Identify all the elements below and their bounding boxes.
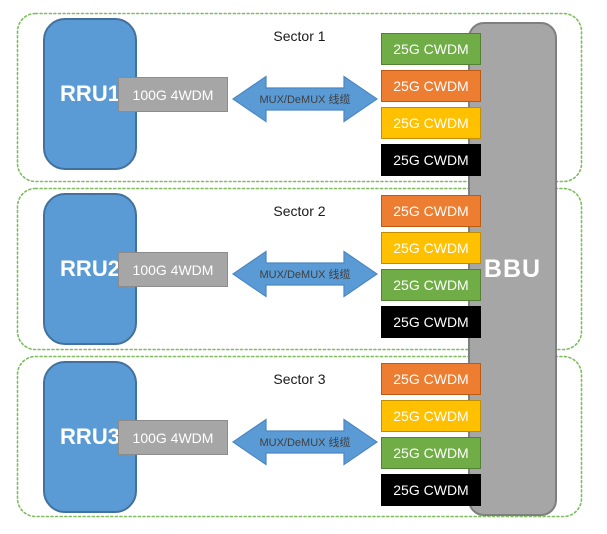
cwdm-label: 25G CWDM [393, 152, 469, 168]
cwdm-label: 25G CWDM [393, 277, 469, 293]
double-arrow-icon [232, 418, 378, 466]
wdm-label: 100G 4WDM [132, 261, 214, 278]
sector-3-border [16, 355, 583, 518]
wdm-transceiver: 100G 4WDM [118, 420, 228, 455]
cwdm-column: 25G CWDM 25G CWDM 25G CWDM 25G CWDM [381, 195, 481, 338]
cwdm-label: 25G CWDM [393, 445, 469, 461]
wdm-label: 100G 4WDM [132, 86, 214, 103]
cwdm-module: 25G CWDM [381, 195, 481, 227]
cwdm-column: 25G CWDM 25G CWDM 25G CWDM 25G CWDM [381, 363, 481, 506]
mux-demux-cable: MUX/DeMUX 线缆 [232, 75, 378, 123]
rru-label: RRU2 [60, 256, 120, 281]
cwdm-label: 25G CWDM [393, 115, 469, 131]
cwdm-column: 25G CWDM 25G CWDM 25G CWDM 25G CWDM [381, 33, 481, 176]
double-arrow-icon [232, 250, 378, 298]
sector-title: Sector 3 [273, 371, 326, 387]
wdm-transceiver: 100G 4WDM [118, 77, 228, 112]
sector-3: Sector 3 RRU3 100G 4WDM MUX/DeMUX 线缆 25G… [17, 356, 582, 517]
sector-title: Sector 2 [273, 203, 326, 219]
sector-title: Sector 1 [273, 28, 326, 44]
cable-label: MUX/DeMUX 线缆 [259, 94, 351, 106]
rru-unit: RRU1 [43, 18, 137, 170]
cwdm-module: 25G CWDM [381, 232, 481, 264]
cwdm-module: 25G CWDM [381, 33, 481, 65]
mux-demux-cable: MUX/DeMUX 线缆 [232, 418, 378, 466]
cable-label: MUX/DeMUX 线缆 [259, 437, 351, 449]
cwdm-label: 25G CWDM [393, 41, 469, 57]
cwdm-label: 25G CWDM [393, 371, 469, 387]
cwdm-module: 25G CWDM [381, 144, 481, 176]
cwdm-module: 25G CWDM [381, 306, 481, 338]
mux-demux-cable: MUX/DeMUX 线缆 [232, 250, 378, 298]
cwdm-module: 25G CWDM [381, 269, 481, 301]
sector-2-border [16, 187, 583, 351]
cwdm-module: 25G CWDM [381, 70, 481, 102]
cwdm-label: 25G CWDM [393, 240, 469, 256]
cwdm-module: 25G CWDM [381, 363, 481, 395]
cwdm-label: 25G CWDM [393, 203, 469, 219]
bbu-unit: BBU [468, 22, 557, 516]
cwdm-label: 25G CWDM [393, 408, 469, 424]
sector-1: Sector 1 RRU1 100G 4WDM MUX/DeMUX 线缆 25G… [17, 13, 582, 182]
cwdm-module: 25G CWDM [381, 107, 481, 139]
rru-label: RRU1 [60, 81, 120, 106]
cable-label: MUX/DeMUX 线缆 [259, 269, 351, 281]
bbu-label: BBU [483, 254, 542, 283]
sector-2: Sector 2 RRU2 100G 4WDM MUX/DeMUX 线缆 25G… [17, 188, 582, 350]
cwdm-label: 25G CWDM [393, 482, 469, 498]
sector-1-border [16, 12, 583, 183]
double-arrow-icon [232, 75, 378, 123]
cwdm-label: 25G CWDM [393, 314, 469, 330]
cwdm-module: 25G CWDM [381, 400, 481, 432]
cwdm-module: 25G CWDM [381, 437, 481, 469]
cwdm-label: 25G CWDM [393, 78, 469, 94]
wdm-label: 100G 4WDM [132, 429, 214, 446]
rru-label: RRU3 [60, 424, 120, 449]
wdm-transceiver: 100G 4WDM [118, 252, 228, 287]
cwdm-module: 25G CWDM [381, 474, 481, 506]
